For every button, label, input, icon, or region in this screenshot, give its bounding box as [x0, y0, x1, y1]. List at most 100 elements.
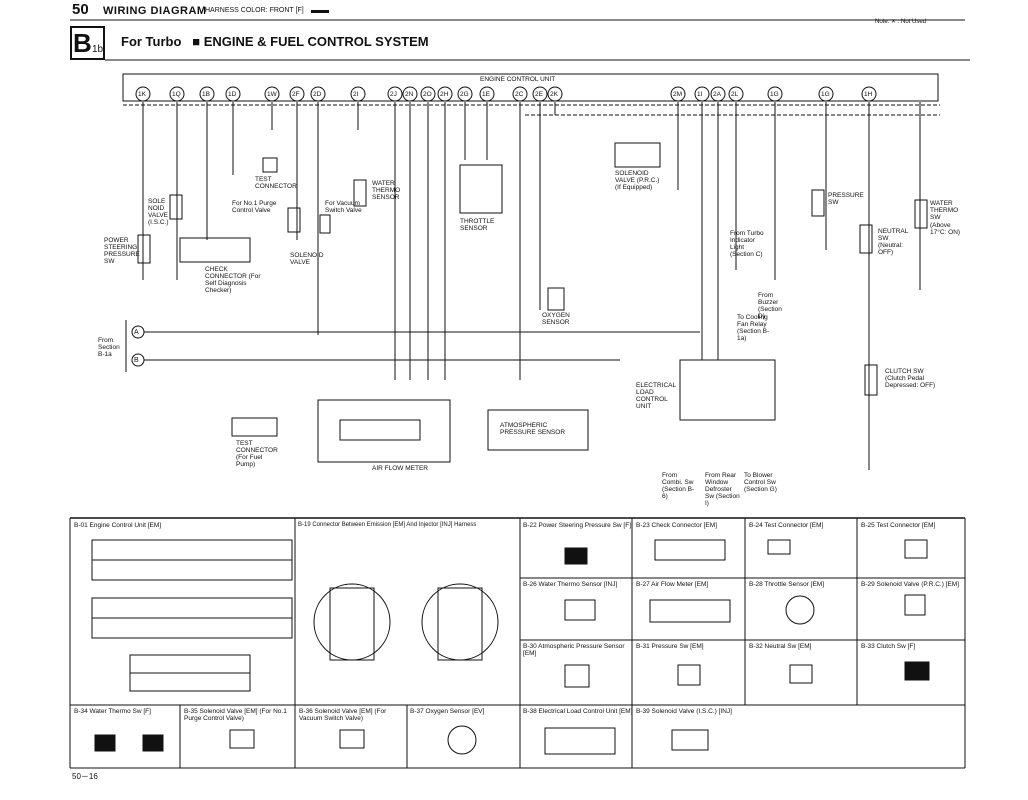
cooling-fan-label: To Cooling Fan Relay (Section B-1a) — [737, 314, 770, 342]
ecu-pin-label: 1E — [482, 91, 490, 98]
ecu-pin-circle — [547, 86, 563, 102]
page-footer: 50－16 — [72, 772, 98, 781]
ecu-pin-circle — [420, 86, 436, 102]
ecu-pin-label: 2I — [353, 91, 359, 98]
ecu-pin-circle — [512, 86, 528, 102]
ecu-pin-label: 1B — [202, 91, 210, 98]
ecu-pin-circle — [532, 86, 548, 102]
ecu-pin-circle — [437, 86, 453, 102]
throttle-sensor-label: THROTTLE SENSOR — [460, 218, 495, 232]
ecu-pin-circle — [169, 86, 185, 102]
page-number: 50 — [72, 1, 89, 18]
ecu-pin-label: 2L — [731, 91, 739, 98]
oxygen-sensor-label: OXYGEN SENSOR — [542, 312, 570, 326]
ecu-label: ENGINE CONTROL UNIT — [480, 76, 556, 83]
ecu-pin-circle — [728, 86, 744, 102]
page-title: WIRING DIAGRAM — [103, 5, 207, 17]
connector-title: B-24 Test Connector [EM] — [749, 522, 824, 529]
ecu-pin-label: 1Q — [172, 91, 181, 98]
ecu-pin-label: 2C — [515, 91, 524, 98]
connector-title: B-26 Water Thermo Sensor [INJ] — [523, 581, 618, 588]
ecu-pin-label: 2J — [390, 91, 397, 98]
connector-title: B-32 Neutral Sw [EM] — [749, 643, 812, 650]
ecu-pin-label: 2O — [423, 91, 432, 98]
section-sub-id: 1b — [92, 44, 104, 55]
ecu-pin-label: 2K — [550, 91, 558, 98]
line-a-label: A — [134, 329, 139, 336]
connector-title: B-27 Air Flow Meter [EM] — [636, 581, 709, 588]
ecu-pin-label: 2N — [405, 91, 414, 98]
ecu-pin-circle — [350, 86, 366, 102]
ecu-pin-circle — [479, 86, 495, 102]
ecu-pin-label: 2M — [673, 91, 683, 98]
variant-label: For Turbo — [121, 34, 182, 49]
connector-title: B-28 Throttle Sensor [EM] — [749, 581, 825, 588]
connector-title: B-31 Pressure Sw [EM] — [636, 643, 704, 650]
section-badge — [70, 26, 105, 60]
harness-color-swatch — [311, 10, 329, 13]
ecu-pin-label: 1K — [138, 91, 146, 98]
neutral-sw-label: NEUTRAL SW (Neutral: OFF) — [878, 228, 909, 256]
system-name: ■ ENGINE & FUEL CONTROL SYSTEM — [192, 34, 429, 49]
ecu-pin-label: 2E — [535, 91, 543, 98]
ecu-pin-label: 1G — [770, 91, 779, 98]
not-used-note: Note: ✕ : Not Used — [875, 19, 927, 25]
connector-title: B-34 Water Thermo Sw [F] — [74, 708, 151, 715]
ecu-pin-label: 2G — [460, 91, 469, 98]
connector-title: B-19 Connector Between Emission [EM] And… — [298, 522, 477, 528]
purge-valve-label: For No.1 Purge Control Valve — [232, 200, 277, 214]
connector-title: B-39 Solenoid Valve (I.S.C.) [INJ] — [636, 708, 732, 715]
solenoid-valve-label: SOLENOID VALVE — [290, 252, 324, 266]
section-id: B — [73, 28, 92, 58]
ecu-pin-circle — [387, 86, 403, 102]
solenoid-isc-label: SOLE NOID VALVE (I.S.C.) — [148, 198, 169, 226]
ecu-pin-label: 1D — [228, 91, 237, 98]
ecu-pin-label: 2A — [713, 91, 721, 98]
ecu-pin-label: 1W — [267, 91, 277, 98]
connector-title: B-35 Solenoid Valve [EM] (For No.1 Purge… — [184, 708, 287, 722]
solenoid-prc-label: SOLENOID VALVE (P.R.C.) (If Equipped) — [615, 170, 660, 191]
pressure-sw-label: PRESSURE SW — [828, 192, 864, 206]
electrical-load-label: ELECTRICAL LOAD CONTROL UNIT — [636, 382, 676, 410]
ecu-pin-circle — [264, 86, 280, 102]
ecu-pin-label: 2F — [292, 91, 300, 98]
ecu-pin-label: 2H — [440, 91, 449, 98]
water-thermo-label: WATER THERMO SENSOR — [372, 180, 401, 201]
check-connector-label: CHECK CONNECTOR (For Self Diagnosis Chec… — [205, 266, 261, 294]
connector-title: B-30 Atmospheric Pressure Sensor [EM] — [523, 643, 625, 657]
ecu-pin-circle — [402, 86, 418, 102]
connector-title: B-29 Solenoid Valve (P.R.C.) [EM] — [861, 581, 960, 588]
atmospheric-label: ATMOSPHERIC PRESSURE SENSOR — [500, 422, 566, 436]
system-title: For Turbo ■ ENGINE & FUEL CONTROL SYSTEM — [121, 34, 429, 49]
connector-title: B-36 Solenoid Valve [EM] (For Vacuum Swi… — [299, 708, 387, 722]
power-steering-label: POWER STEERING PRESSURE SW — [104, 237, 140, 265]
connector-title: B-25 Test Connector [EM] — [861, 522, 936, 529]
water-thermo-sw-label: WATER THERMO SW — [930, 200, 959, 221]
ecu-pin-circle — [135, 86, 151, 102]
from-section-label: From Section B-1a — [98, 337, 120, 358]
ecu-pin-circle — [861, 86, 877, 102]
ecu-pin-circle — [710, 86, 726, 102]
connector-title: B-23 Check Connector [EM] — [636, 522, 717, 529]
vacuum-valve-label: For Vacuum Switch Valve — [325, 200, 362, 214]
test-connector-fuel-label: TEST CONNECTOR (For Fuel Pump) — [236, 440, 278, 468]
ecu-pin-label: 1I — [697, 91, 703, 98]
from-rear-label: From Rear Window Defroster Sw (Section I… — [705, 472, 740, 507]
ecu-pin-circle — [670, 86, 686, 102]
buzzer-label: From Buzzer (Section D) — [758, 292, 782, 320]
connector-title: B-33 Clutch Sw [F] — [861, 643, 916, 650]
turbo-light-label: From Turbo Indicator Light (Section C) — [730, 230, 764, 258]
test-connector-top-label: TEST CONNECTOR — [255, 176, 297, 190]
to-blower-label: To Blower Control Sw (Section G) — [744, 472, 777, 493]
connector-title: B-01 Engine Control Unit [EM] — [74, 522, 162, 529]
ecu-pin-circle — [289, 86, 305, 102]
ecu-pin-circle — [310, 86, 326, 102]
ecu-pin-label: 1G — [821, 91, 830, 98]
clutch-sw-label: CLUTCH SW (Clutch Pedal Depressed: OFF) — [885, 368, 936, 389]
connector-title: B-38 Electrical Load Control Unit [EM] — [523, 708, 633, 715]
ecu-pin-label: 1H — [864, 91, 873, 98]
water-thermo-sw-temp: (Above 17°C: ON) — [930, 222, 961, 236]
ecu-pin-circle — [225, 86, 241, 102]
ecu-pin-circle — [199, 86, 215, 102]
